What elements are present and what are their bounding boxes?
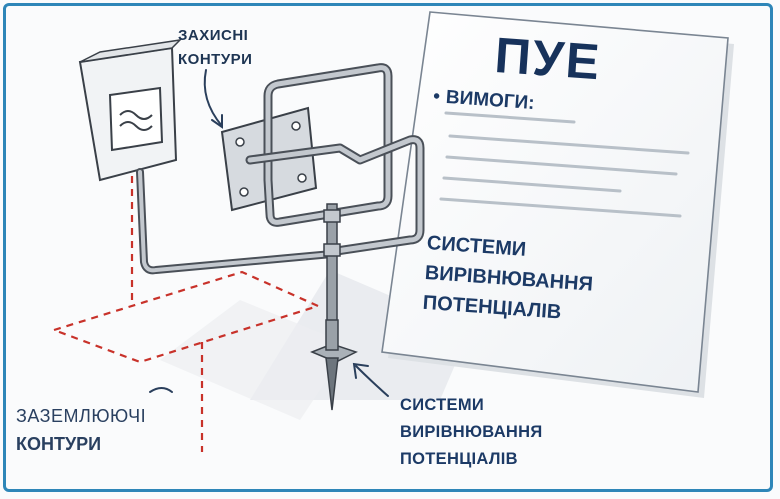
document-systems-label: СИСТЕМИ ВИРІВНЮВАННЯ ПОТЕНЦІАЛІВ xyxy=(422,228,596,330)
protective-pipework xyxy=(136,63,425,275)
arrow-protective-head xyxy=(211,114,223,129)
bottom-systems-line-3: ПОТЕНЦІАЛІВ xyxy=(400,450,518,468)
document-title: ПУЕ xyxy=(493,26,604,91)
bottom-systems-label: СИСТЕМИ ВИРІВНЮВАННЯ ПОТЕНЦІАЛІВ xyxy=(400,392,543,473)
pue-document xyxy=(381,11,734,398)
floor-shadow-2 xyxy=(160,300,350,420)
grounding-line-2: КОНТУРИ xyxy=(16,434,102,454)
grounding-line-1: ЗАЗЕМЛЮЮЧІ xyxy=(16,406,147,426)
arrow-protective xyxy=(203,69,223,127)
protective-contours-label: ЗАХИСНІ КОНТУРИ xyxy=(178,24,252,72)
pointer-arrows xyxy=(149,69,389,397)
bullet-icon: • xyxy=(432,86,441,108)
protective-line-1: ЗАХИСНІ xyxy=(178,27,249,44)
arrow-systems xyxy=(355,365,389,397)
grounding-contours-label: ЗАЗЕМЛЮЮЧІ КОНТУРИ xyxy=(16,402,146,458)
grounding-contour-dashed xyxy=(50,176,322,452)
arrow-grounding xyxy=(149,387,173,393)
grounding-rod xyxy=(310,203,358,411)
arrow-systems-head xyxy=(352,362,369,379)
protective-line-2: КОНТУРИ xyxy=(178,51,253,68)
electrical-panel xyxy=(78,38,183,182)
ac-wave-icon xyxy=(119,110,153,131)
bottom-systems-line-2: ВИРІВНЮВАННЯ xyxy=(400,423,543,441)
bottom-systems-line-1: СИСТЕМИ xyxy=(400,396,485,414)
document-text-lines xyxy=(439,111,690,218)
